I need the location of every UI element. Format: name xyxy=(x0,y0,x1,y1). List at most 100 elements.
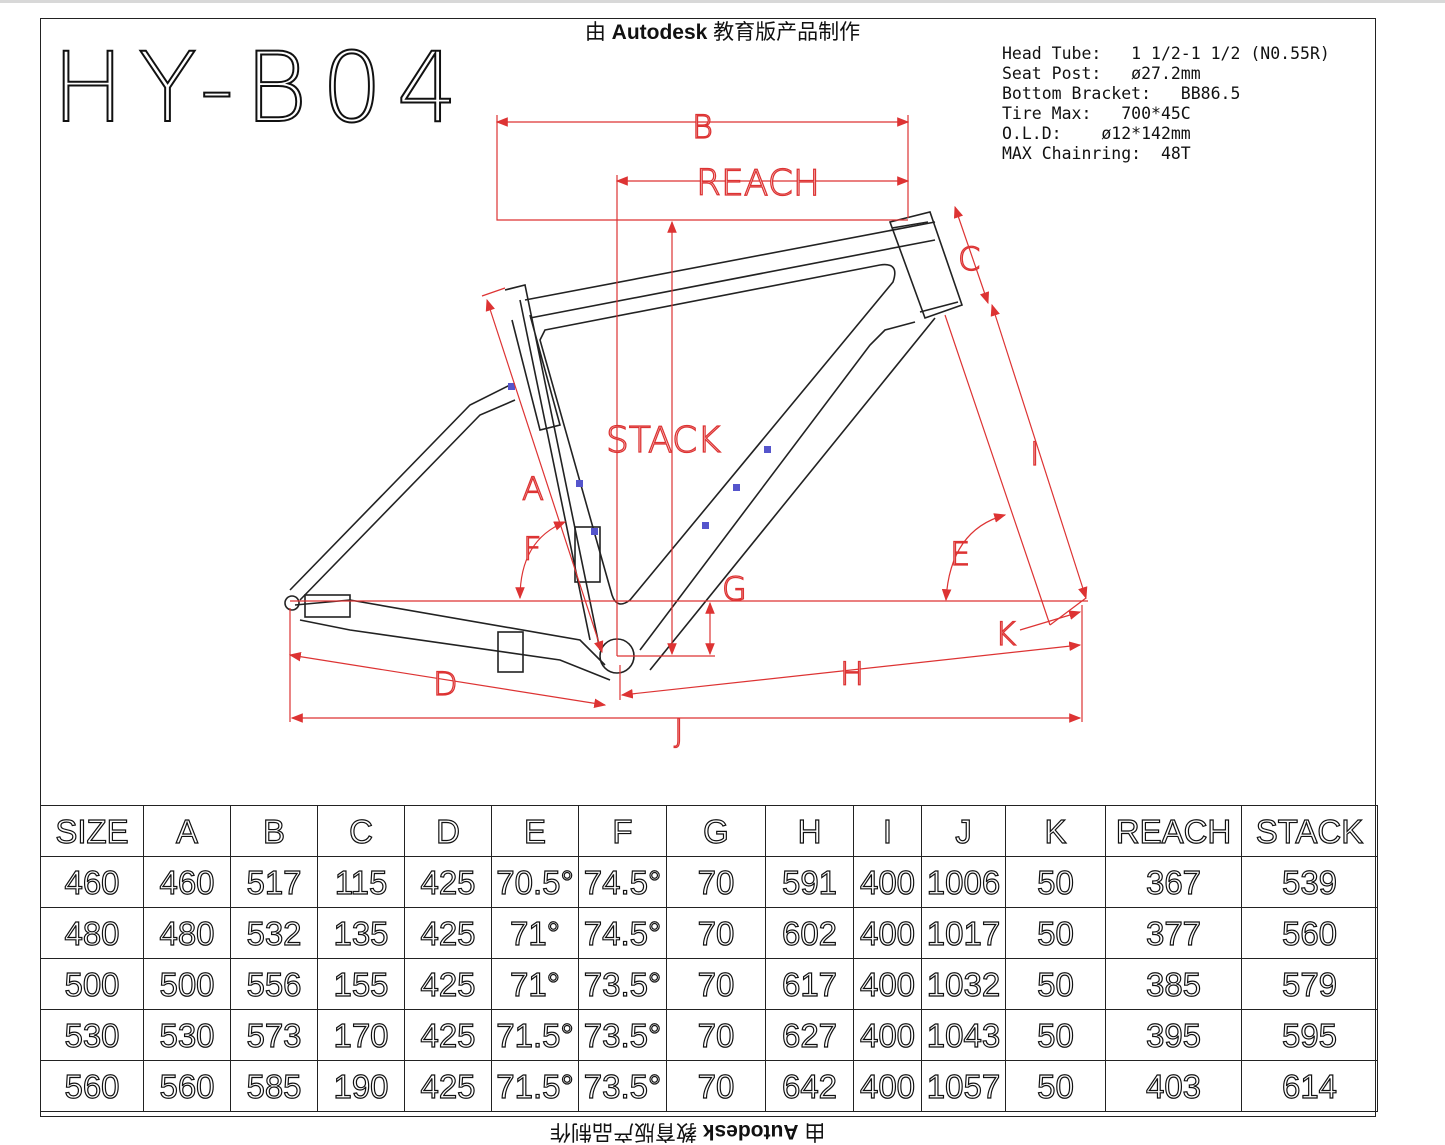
label-f: F xyxy=(523,530,541,568)
head-tube xyxy=(888,211,964,320)
main-triangle-inner xyxy=(539,263,896,605)
table-cell: 530 xyxy=(143,1009,231,1061)
table-cell: 395 xyxy=(1105,1009,1242,1061)
watermark-prefix: 由 xyxy=(798,1120,826,1143)
table-cell: 591 xyxy=(765,856,854,908)
drawing-sheet xyxy=(40,18,1376,1117)
label-stack: STACK xyxy=(606,420,721,461)
table-cell: 70 xyxy=(666,958,766,1010)
dimension-lines xyxy=(288,115,1088,723)
table-cell: 400 xyxy=(853,1009,922,1061)
table-cell: 560 xyxy=(40,1060,144,1112)
table-cell: 595 xyxy=(1241,1009,1378,1061)
watermark-prefix: 由 xyxy=(584,21,612,44)
table-cell: 50 xyxy=(1005,856,1106,908)
table-cell: 573 xyxy=(230,1009,318,1061)
top-tube xyxy=(524,221,936,319)
table-cell: 532 xyxy=(230,907,318,959)
table-cell: 71° xyxy=(491,958,579,1010)
header-cell: B xyxy=(230,805,318,857)
header-cell: STACK xyxy=(1241,805,1378,857)
dim-i-line xyxy=(990,303,1088,600)
table-cell: 1017 xyxy=(921,907,1006,959)
dim-h-line xyxy=(620,641,1082,699)
table-cell: 74.5° xyxy=(578,856,667,908)
header-cell: G xyxy=(666,805,766,857)
rear-axle xyxy=(284,595,300,611)
label-g: G xyxy=(722,570,747,608)
table-cell: 50 xyxy=(1005,907,1106,959)
autodesk-watermark: 由 Autodesk 教育版产品制作 xyxy=(0,16,1445,46)
table-cell: 400 xyxy=(853,856,922,908)
table-cell: 190 xyxy=(317,1060,405,1112)
down-tube xyxy=(639,317,936,671)
header-cell: SIZE xyxy=(40,805,144,857)
table-cell: 71.5° xyxy=(491,1060,579,1112)
dim-a-line xyxy=(485,298,604,654)
table-cell: 50 xyxy=(1005,1009,1106,1061)
frame-geometry-drawing: B REACH STACK A C I E F G H D J K xyxy=(284,107,1088,751)
table-cell: 579 xyxy=(1241,958,1378,1010)
table-cell: 539 xyxy=(1241,856,1378,908)
table-cell: 400 xyxy=(853,1060,922,1112)
label-j: J xyxy=(674,712,683,750)
header-cell: I xyxy=(853,805,922,857)
header-cell: A xyxy=(143,805,231,857)
label-h: H xyxy=(840,655,864,693)
table-cell: 1057 xyxy=(921,1060,1006,1112)
header-cell: D xyxy=(404,805,492,857)
table-cell: 73.5° xyxy=(578,1060,667,1112)
spec-max-chainring: MAX Chainring: 48T xyxy=(1002,144,1191,163)
table-cell: 617 xyxy=(765,958,854,1010)
label-i: I xyxy=(1030,435,1039,473)
table-cell: 70 xyxy=(666,1009,766,1061)
dropout xyxy=(304,594,351,618)
watermark-suffix: 教育版产品制作 xyxy=(550,1120,703,1143)
spec-seat-post: Seat Post: ø27.2mm xyxy=(1002,64,1201,83)
seat-stay xyxy=(289,384,516,601)
table-cell: 614 xyxy=(1241,1060,1378,1112)
table-cell: 1032 xyxy=(921,958,1006,1010)
table-cell: 70 xyxy=(666,907,766,959)
dim-d-line xyxy=(288,651,607,709)
table-cell: 377 xyxy=(1105,907,1242,959)
header-cell: C xyxy=(317,805,405,857)
table-cell: 425 xyxy=(404,958,492,1010)
table-cell: 1006 xyxy=(921,856,1006,908)
spec-old: O.L.D: ø12*142mm xyxy=(1002,124,1191,143)
label-e: E xyxy=(950,535,970,573)
table-cell: 50 xyxy=(1005,1060,1106,1112)
table-cell: 403 xyxy=(1105,1060,1242,1112)
table-cell: 1043 xyxy=(921,1009,1006,1061)
table-cell: 627 xyxy=(765,1009,854,1061)
table-cell: 71° xyxy=(491,907,579,959)
table-cell: 70.5° xyxy=(491,856,579,908)
table-cell: 585 xyxy=(230,1060,318,1112)
table-cell: 71.5° xyxy=(491,1009,579,1061)
table-cell: 385 xyxy=(1105,958,1242,1010)
table-cell: 135 xyxy=(317,907,405,959)
dimension-labels: B REACH STACK A C I E F G H D J K xyxy=(432,107,1040,750)
table-cell: 400 xyxy=(853,907,922,959)
table-cell: 560 xyxy=(143,1060,231,1112)
header-cell: H xyxy=(765,805,854,857)
table-cell: 73.5° xyxy=(578,958,667,1010)
table-cell: 170 xyxy=(317,1009,405,1061)
table-cell: 602 xyxy=(765,907,854,959)
table-cell: 425 xyxy=(404,907,492,959)
spec-bottom-bracket: Bottom Bracket: BB86.5 xyxy=(1002,84,1241,103)
table-cell: 642 xyxy=(765,1060,854,1112)
table-cell: 556 xyxy=(230,958,318,1010)
table-cell: 70 xyxy=(666,1060,766,1112)
table-cell: 500 xyxy=(40,958,144,1010)
header-cell: K xyxy=(1005,805,1106,857)
table-cell: 367 xyxy=(1105,856,1242,908)
model-title: HY-B04 xyxy=(51,32,472,144)
watermark-suffix: 教育版产品制作 xyxy=(707,21,861,44)
header-cell: J xyxy=(921,805,1006,857)
dim-c-line xyxy=(953,205,990,305)
